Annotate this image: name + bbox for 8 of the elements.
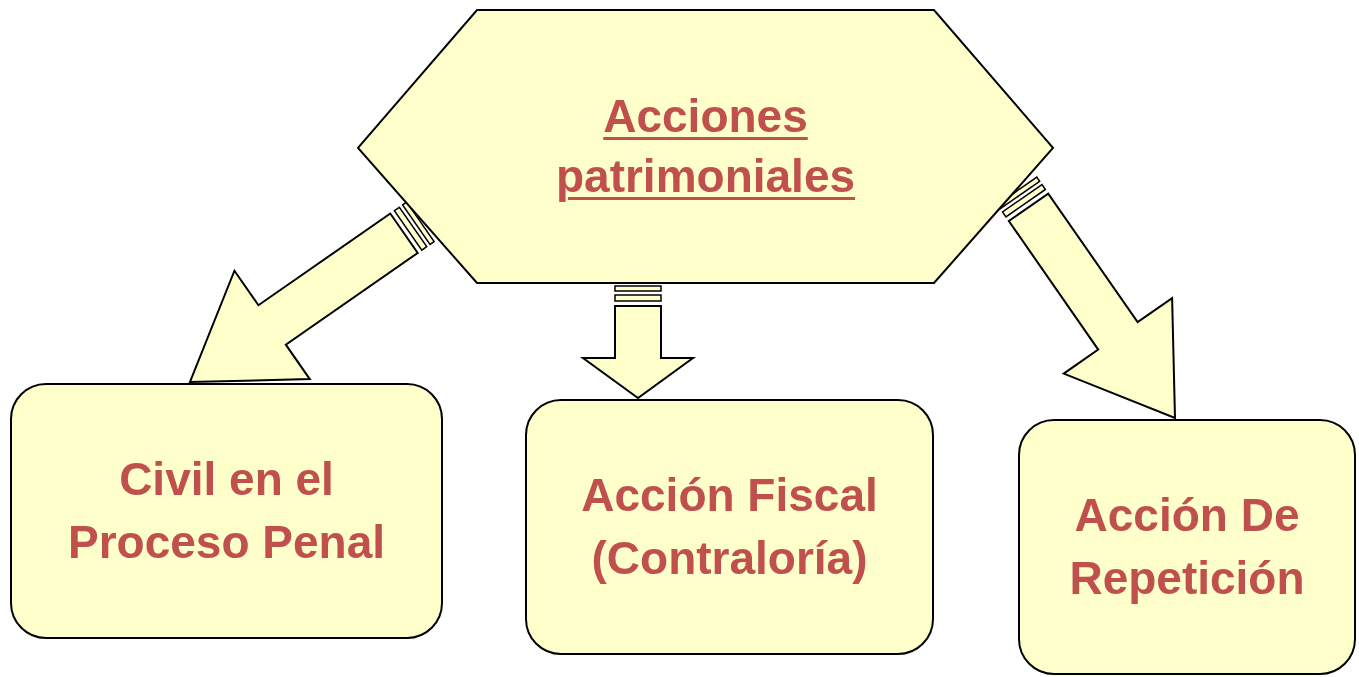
- hexagon-box: [357, 9, 1054, 284]
- rounded-box: [1018, 419, 1356, 675]
- node-label: Civil en el Proceso Penal: [66, 451, 386, 570]
- rounded-box: [10, 383, 443, 639]
- node-label: Acción De Repetición: [1069, 487, 1305, 606]
- node-label: Acción Fiscal (Contraloría): [580, 467, 879, 586]
- node-label: Acciones patrimoniales: [554, 88, 857, 204]
- rounded-box: [525, 399, 934, 655]
